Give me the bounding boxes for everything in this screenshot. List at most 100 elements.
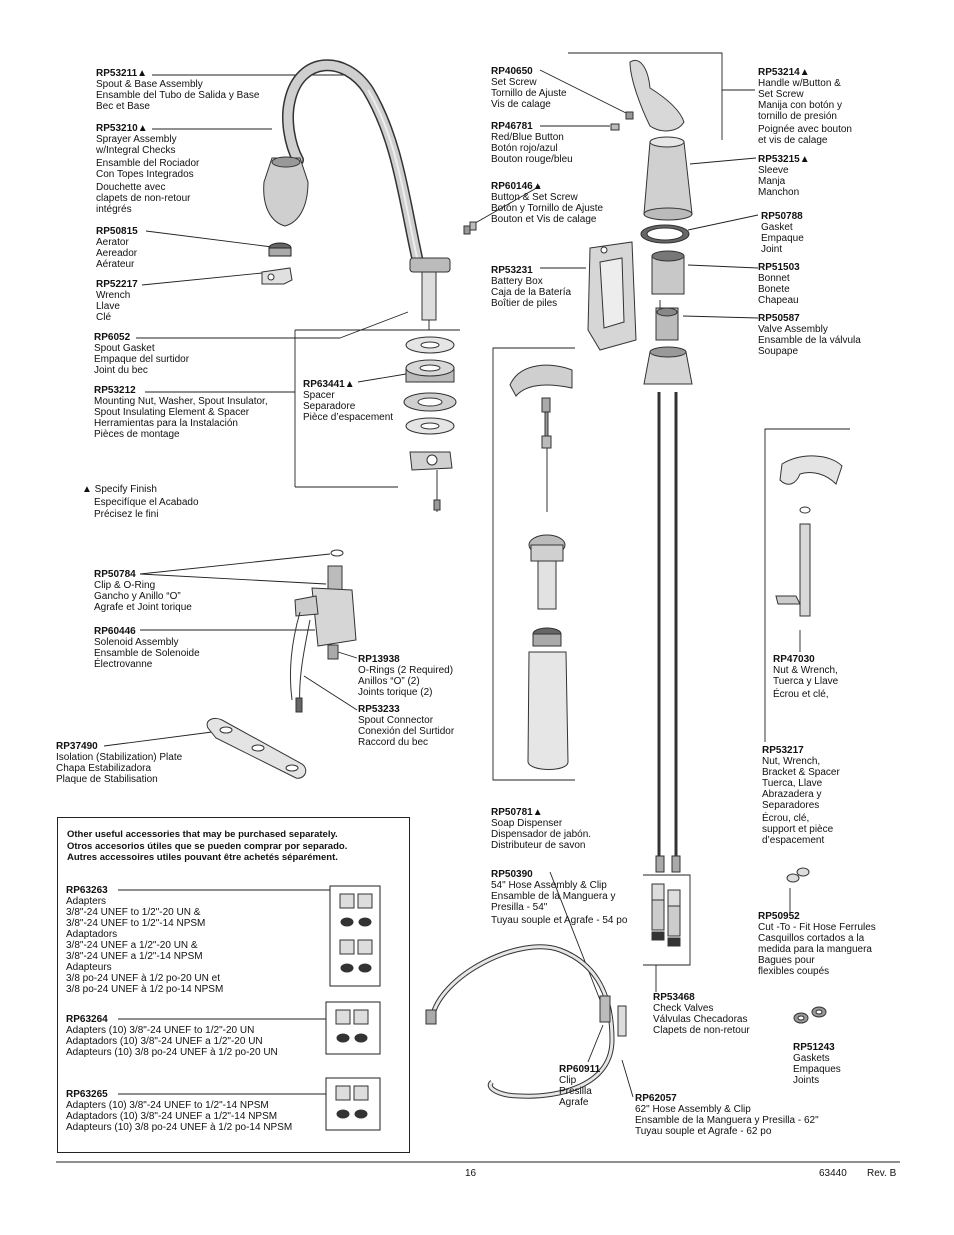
isolation-plate-illustration	[206, 717, 307, 779]
part-description-line: Manchon	[758, 187, 800, 198]
page-number: 16	[465, 1168, 477, 1179]
part-number: RP51503	[758, 262, 800, 273]
bracket-handle	[568, 52, 755, 91]
part-description-line: 3/8 po-24 UNEF à 1/2 po-20 UN et	[66, 973, 220, 984]
leader-rp53215	[689, 157, 757, 165]
part-number: RP53217	[762, 745, 804, 756]
part-description-line: Abrazadera y	[762, 789, 822, 800]
part-description-line: Douchette avec	[96, 182, 166, 193]
adapters-illustration-rp63263	[329, 885, 381, 987]
adapters-illustration-rp63265	[325, 1077, 381, 1131]
spout-illustration	[282, 59, 451, 330]
part-description-line: Adaptadors (10) 3/8"-24 UNEF a 1/2"-14 N…	[66, 1111, 278, 1122]
part-description-line: Ensamble de Solenoide	[94, 648, 200, 659]
sleeve-illustration	[643, 136, 693, 221]
part-description-line: Aérateur	[96, 259, 135, 270]
part-description-line: Spout Insulating Element & Spacer	[94, 407, 250, 418]
part-description-line: Manja	[758, 176, 786, 187]
part-description-line: Dispensador de jabón.	[491, 829, 592, 840]
part-description-line: Soupape	[758, 346, 799, 357]
part-number: RP50788	[761, 211, 803, 222]
part-description-line: Tornillo de Ajuste	[491, 88, 567, 99]
part-description-line: Válvulas Checadoras	[653, 1014, 748, 1025]
part-number: RP63263	[66, 885, 108, 896]
part-description-line: Agrafe et Joint torique	[94, 602, 192, 613]
ferrules-illustration	[786, 867, 810, 883]
part-description-line: Button & Set Screw	[491, 192, 578, 203]
part-number: RP50390	[491, 869, 533, 880]
part-description-line: Adaptadors (10) 3/8"-24 UNEF a 1/2"-20 U…	[66, 1036, 263, 1047]
part-description-line: Botón y Tornillo de Ajuste	[491, 203, 604, 214]
accessories-heading-fr: Autres accessoires utiles pouvant être a…	[67, 852, 338, 863]
part-number: RP53468	[653, 992, 695, 1003]
part-description-line: Conexión del Surtidor	[358, 726, 455, 737]
part-description-line: Distributeur de savon	[491, 840, 586, 851]
part-description-line: 3/8"-24 UNEF to 1/2"-20 UN &	[66, 907, 201, 918]
part-description-line: Battery Box	[491, 276, 543, 287]
accessories-heading-es: Otros accesorios útiles que se pueden co…	[67, 840, 348, 852]
part-number: RP60446	[94, 626, 136, 637]
part-description-line: Manija con botón y	[758, 100, 842, 111]
part-number: RP51243	[793, 1042, 835, 1053]
part-description-line: Électrovanne	[94, 659, 153, 670]
part-description-line: Presilla - 54"	[491, 902, 548, 913]
part-description-line: 3/8 po-24 UNEF à 1/2 po-14 NPSM	[66, 984, 224, 995]
part-description-line: Red/Blue Button	[491, 132, 564, 143]
part-number: RP46781	[491, 121, 533, 132]
part-number: RP13938	[358, 654, 400, 665]
revision: Rev. B	[867, 1168, 897, 1179]
part-description-line: O-Rings (2 Required)	[358, 665, 454, 676]
leader-rp37490	[103, 731, 213, 747]
part-number: RP40650	[491, 66, 533, 77]
part-description-line: Clip & O-Ring	[94, 580, 156, 591]
part-description-line: Cut -To - Fit Hose Ferrules	[758, 922, 876, 933]
part-description-line: et vis de calage	[758, 135, 828, 146]
adapters-illustration-rp63264	[325, 1001, 381, 1055]
part-description-line: Ensamble de la válvula	[758, 335, 861, 346]
part-description-line: d’espacement	[762, 835, 825, 846]
part-number: RP37490	[56, 741, 98, 752]
part-description-line: Tuyau souple et Agrafe - 54 po	[491, 915, 628, 926]
document-number: 63440	[819, 1168, 847, 1179]
check-valves-illustration	[651, 883, 681, 947]
leader-rp60911	[587, 1024, 604, 1063]
part-description-line: medida para la manguera	[758, 944, 872, 955]
part-description-line: Bouton rouge/bleu	[491, 154, 573, 165]
part-number: RP53212	[94, 385, 136, 396]
part-number: RP60146▲	[491, 181, 543, 192]
part-description-line: Aereador	[96, 248, 138, 259]
part-number: RP60911	[559, 1064, 601, 1075]
part-description-line: Soap Dispenser	[491, 818, 563, 829]
part-description-line: Empaque del surtidor	[94, 354, 190, 365]
part-description-line: Clé	[96, 312, 112, 323]
part-description-line: Tuerca, Llave	[762, 778, 823, 789]
part-number: RP53214▲	[758, 67, 810, 78]
part-description-line: Spout Connector	[358, 715, 434, 726]
part-number: RP62057	[635, 1093, 677, 1104]
part-number: RP47030	[773, 654, 815, 665]
part-description-line: Sprayer Assembly	[96, 134, 177, 145]
part-description-line: Pièce d’espacement	[303, 412, 394, 423]
leader-rp50784-b	[139, 573, 327, 585]
part-description-line: 3/8"-24 UNEF a 1/2"-14 NPSM	[66, 951, 203, 962]
part-description-line: Nut, Wrench,	[762, 756, 821, 767]
part-description-line: Bracket & Spacer	[762, 767, 840, 778]
part-description-line: clapets de non-retour	[96, 193, 191, 204]
battery-box-illustration	[587, 241, 637, 351]
bonnet-illustration	[651, 250, 685, 310]
bracket-check-valves	[643, 874, 691, 966]
